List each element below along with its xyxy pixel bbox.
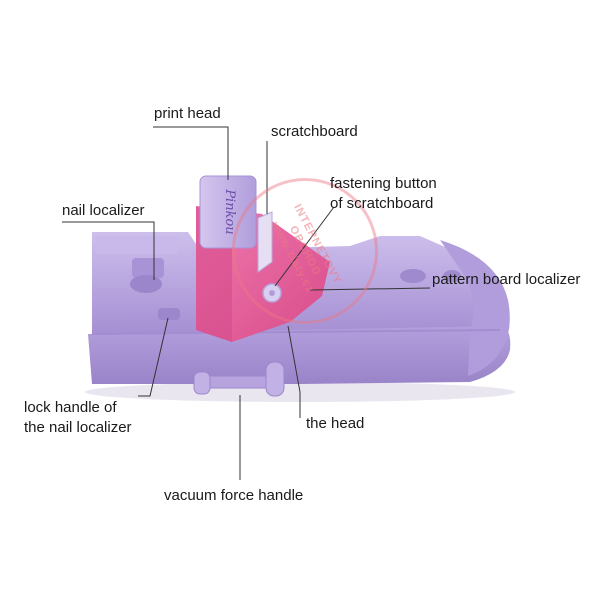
label-print-head: print head	[154, 105, 221, 122]
label-scratchboard: scratchboard	[271, 123, 358, 140]
leader-fastening-button	[274, 206, 335, 287]
label-fastening-button: fastening button of scratchboard	[330, 174, 437, 214]
base-rounded-end	[440, 240, 510, 376]
label-pattern-board-localizer: pattern board localizer	[432, 271, 581, 288]
nail-localizer-cup	[130, 275, 162, 293]
label-fastening-line-2: of scratchboard	[330, 195, 434, 212]
label-lock-handle: lock handle of the nail localizer	[24, 398, 132, 438]
leader-nail-localizer	[62, 221, 155, 280]
label-the-head: the head	[306, 415, 365, 432]
vacuum-handle-grip	[265, 361, 285, 397]
leader-lines	[62, 126, 431, 480]
print-head-logo: Pinkou	[222, 189, 237, 235]
leader-lock-handle	[138, 317, 169, 397]
label-lock-line-2: the nail localizer	[24, 419, 132, 436]
lock-handle-slot	[158, 308, 180, 320]
pattern-board-recess-2	[443, 270, 461, 282]
leader-the-head	[287, 325, 301, 418]
pattern-board-recess-1	[400, 269, 426, 283]
leader-pattern-board	[309, 287, 431, 291]
scratchboard-plate	[257, 211, 273, 273]
base-front-face	[88, 326, 511, 384]
label-vacuum-force-handle: vacuum force handle	[164, 487, 304, 504]
label-nail-localizer: nail localizer	[62, 202, 145, 219]
vacuum-handle-knob	[193, 371, 211, 395]
nail-localizer-slot	[132, 258, 164, 278]
base-groove	[91, 329, 501, 335]
label-fastening-line-1: fastening button	[330, 175, 437, 192]
nail-localizer-rail	[96, 236, 178, 254]
label-lock-line-1: lock handle of	[24, 399, 117, 416]
fastening-button-center	[269, 290, 275, 296]
leader-print-head	[153, 126, 229, 180]
